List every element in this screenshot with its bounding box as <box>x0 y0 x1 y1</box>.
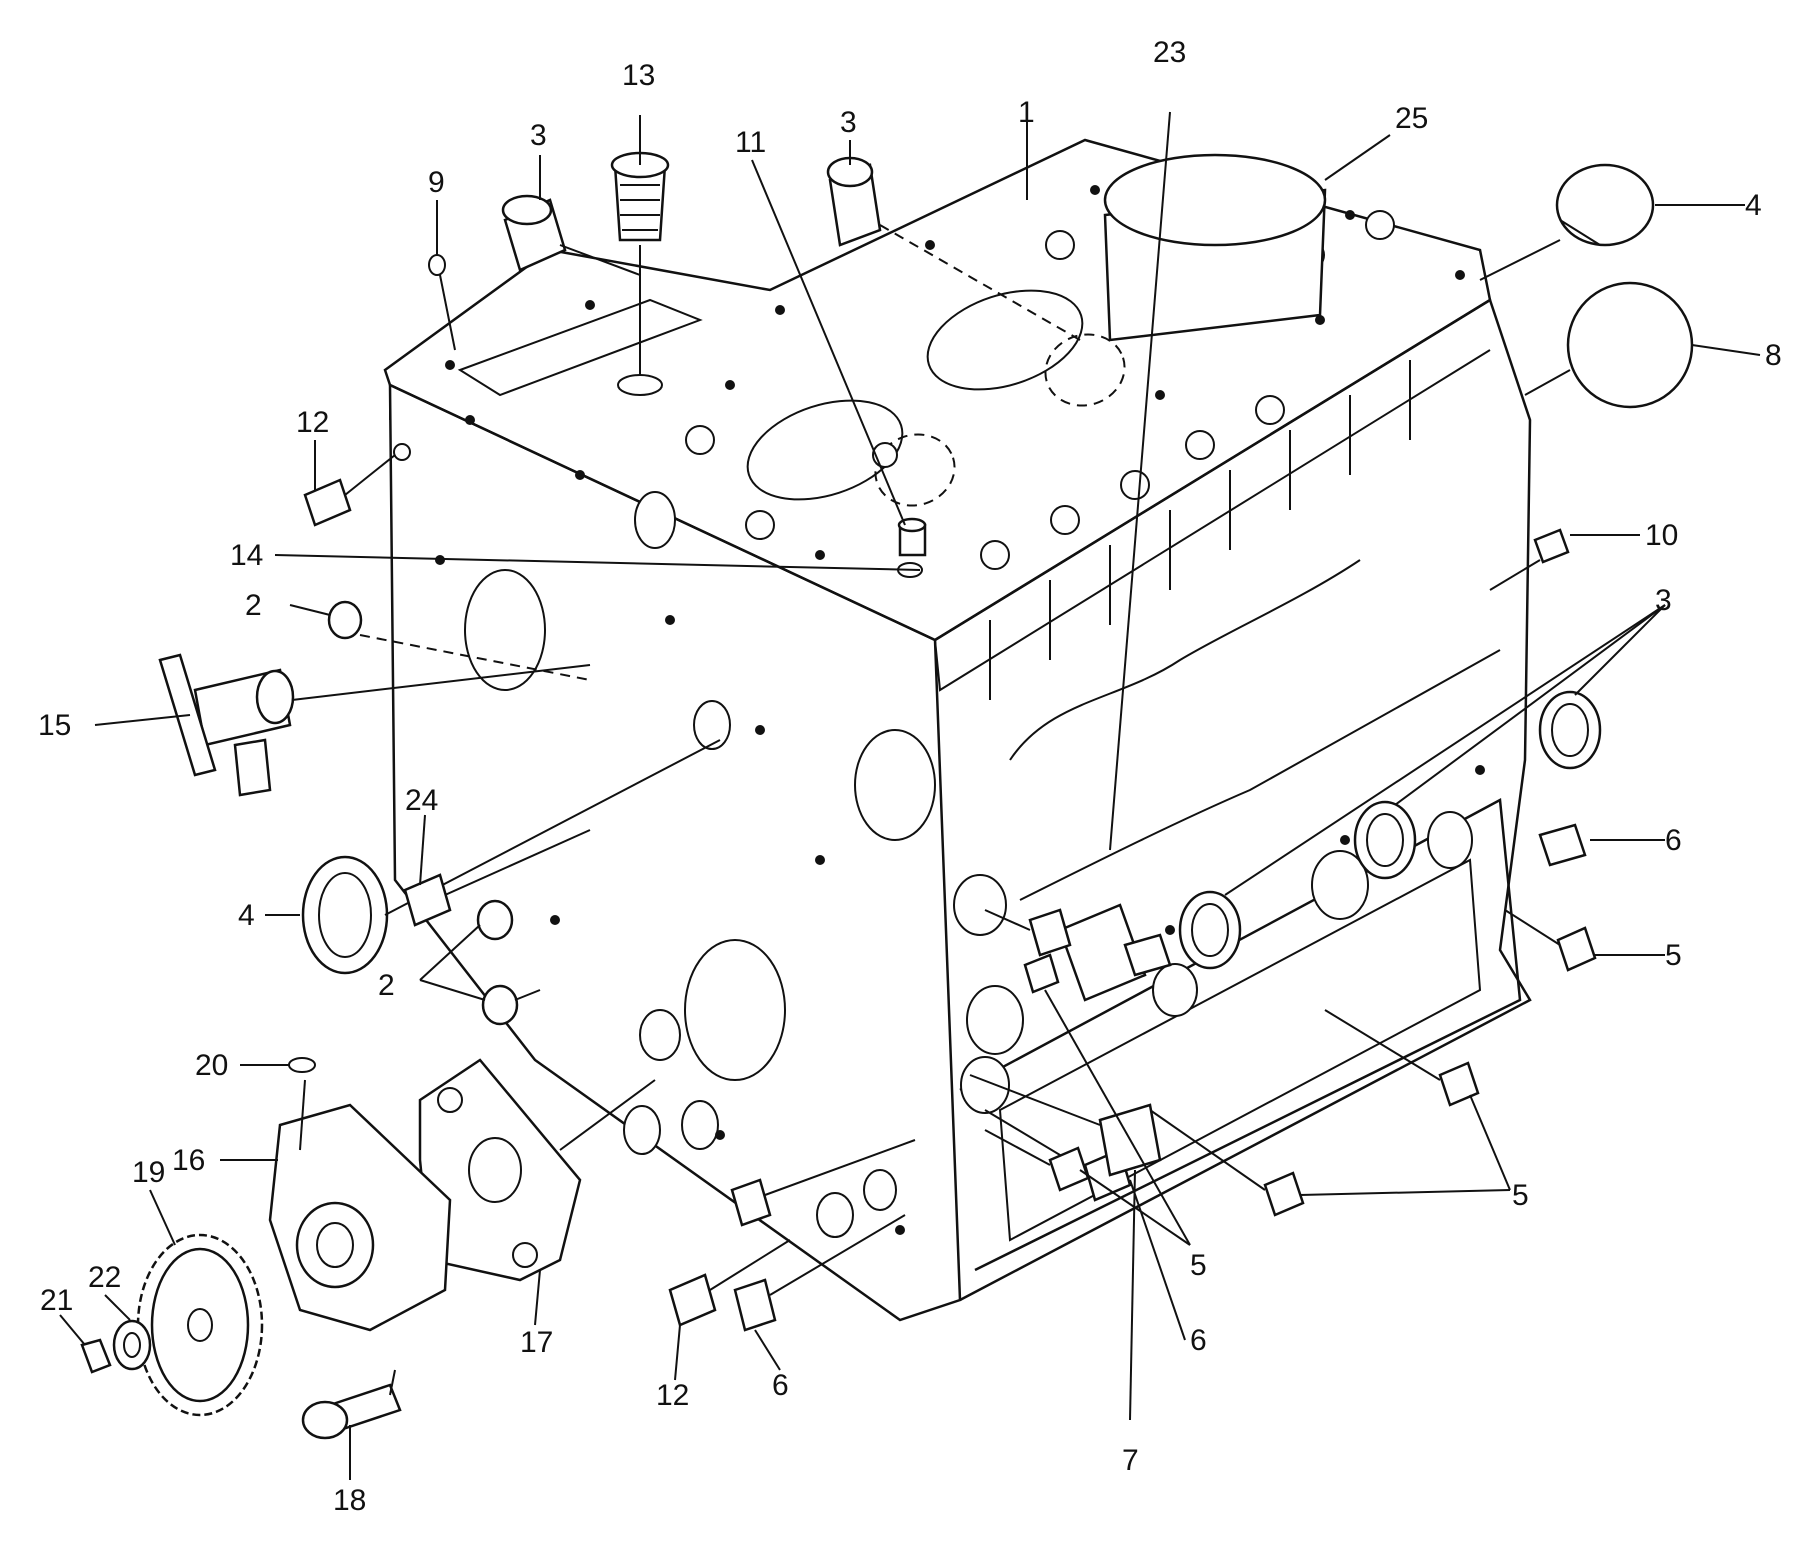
callout-21: 21 <box>40 1284 73 1317</box>
part-3-cap-mid <box>826 156 1081 341</box>
part-8-gasket <box>1524 281 1694 409</box>
callout-18: 18 <box>333 1484 366 1517</box>
callout-4-right: 4 <box>1745 189 1762 222</box>
callout-12-bottom: 12 <box>656 1379 689 1412</box>
part-5-plug-d <box>1023 953 1060 994</box>
callout-3-left: 3 <box>530 119 547 152</box>
part-22-washer <box>112 1319 152 1371</box>
callout-11: 11 <box>735 126 766 159</box>
callout-24: 24 <box>405 784 438 817</box>
part-9-ring <box>428 254 456 351</box>
callout-6-lower: 6 <box>1190 1324 1207 1357</box>
leader-lines <box>59 111 1761 1480</box>
callout-5-lower-right: 5 <box>1512 1179 1529 1212</box>
cylinder-block <box>383 138 1532 1322</box>
callout-2-top: 2 <box>245 589 262 622</box>
callout-5-lower-mid: 5 <box>1190 1249 1207 1282</box>
part-10-plug <box>1489 528 1570 591</box>
part-25-liner <box>1103 153 1327 342</box>
part-2-plug-mid <box>476 899 514 941</box>
part-16-oil-pump <box>268 1079 452 1332</box>
part-24-dowel <box>403 829 591 927</box>
part-3-cap-right-1 <box>1538 690 1602 770</box>
callout-labels: 1 2 2 3 3 3 4 4 5 5 5 6 6 6 7 8 9 10 11 … <box>38 36 1782 1517</box>
callout-4-left: 4 <box>238 899 255 932</box>
callout-25: 25 <box>1395 102 1428 135</box>
part-4-cap-right <box>1479 163 1655 281</box>
part-3-cap-left <box>501 194 641 276</box>
part-2-plug-low <box>481 984 541 1026</box>
part-4-front-seal <box>301 739 721 975</box>
part-6-plug-right <box>1538 823 1587 867</box>
part-6-plug-low-left <box>730 1139 916 1227</box>
part-18-bolt <box>301 1369 402 1440</box>
part-2-plug-top <box>327 600 591 681</box>
callout-22: 22 <box>88 1261 121 1294</box>
callout-16: 16 <box>172 1144 205 1177</box>
part-5-plug-c <box>1149 1109 1305 1217</box>
part-12-plug-top <box>303 443 411 527</box>
part-21-nut <box>80 1338 112 1374</box>
callout-1: 1 <box>1018 96 1035 129</box>
callout-14: 14 <box>230 539 263 572</box>
part-23-oil-switch <box>984 903 1172 1002</box>
part-17-pump-gasket <box>418 1058 656 1282</box>
part-12-plug-bottom <box>668 1239 791 1327</box>
callout-12-top: 12 <box>296 406 329 439</box>
part-6-plug-bottom <box>733 1214 906 1332</box>
callout-7: 7 <box>1122 1444 1139 1477</box>
part-5-plug-e <box>984 1129 1090 1192</box>
part-5-plug-b <box>1324 1009 1480 1107</box>
callout-8: 8 <box>1765 339 1782 372</box>
callout-6-bottom: 6 <box>772 1369 789 1402</box>
callout-15: 15 <box>38 709 71 742</box>
callout-3-right: 3 <box>1655 584 1672 617</box>
part-20-pin <box>288 1057 316 1073</box>
callout-20: 20 <box>195 1049 228 1082</box>
part-19-gear <box>136 1233 264 1417</box>
callout-19: 19 <box>132 1156 165 1189</box>
callout-3-mid: 3 <box>840 106 857 139</box>
callout-5-right: 5 <box>1665 939 1682 972</box>
part-13-plug <box>610 151 670 396</box>
callout-6-right: 6 <box>1665 824 1682 857</box>
part-11-dowel <box>897 517 927 557</box>
callout-23: 23 <box>1153 36 1186 69</box>
callout-2-bottom: 2 <box>378 969 395 1002</box>
part-5-plug-a <box>1504 909 1597 972</box>
callout-10: 10 <box>1645 519 1678 552</box>
callout-13: 13 <box>622 59 655 92</box>
callout-17: 17 <box>520 1326 553 1359</box>
part-3-cap-right-2 <box>1353 800 1417 880</box>
callout-9: 9 <box>428 166 445 199</box>
part-3-cap-right-3 <box>1178 890 1242 970</box>
